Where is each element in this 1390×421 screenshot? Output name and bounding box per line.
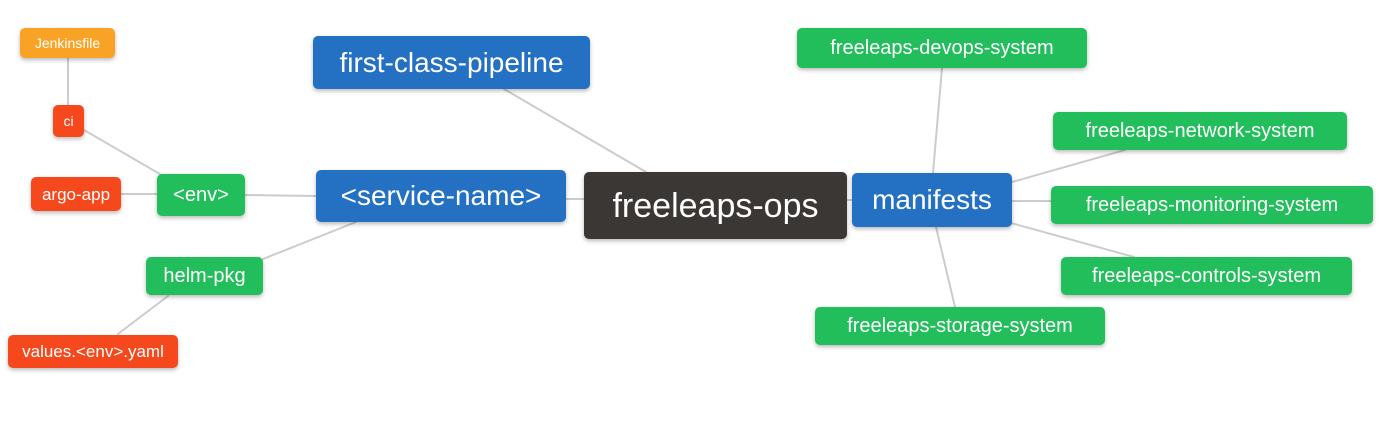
node-freeleaps-monitoring-system[interactable]: freeleaps-monitoring-system [1051,186,1373,224]
node-jenkinsfile[interactable]: Jenkinsfile [20,28,115,58]
edge-ci-env [83,129,166,178]
node-first-class-pipeline[interactable]: first-class-pipeline [313,36,590,89]
node-service-name[interactable]: <service-name> [316,170,566,222]
node-freeleaps-storage-system[interactable]: freeleaps-storage-system [815,307,1105,345]
edge-manifests-controls [1010,222,1135,258]
node-argo-app[interactable]: argo-app [31,177,121,211]
edge-pipeline-freeleaps-ops [503,88,647,173]
node-manifests[interactable]: manifests [852,173,1012,227]
edge-env-service-name [243,194,317,197]
node-ci[interactable]: ci [53,105,84,137]
node-values-env-yaml[interactable]: values.<env>.yaml [8,335,178,368]
edge-helm-pkg-service-name [262,221,357,260]
node-helm-pkg[interactable]: helm-pkg [146,257,263,295]
node-env[interactable]: <env> [157,174,245,216]
node-freeleaps-devops-system[interactable]: freeleaps-devops-system [797,28,1087,68]
node-freeleaps-ops[interactable]: freeleaps-ops [584,172,847,239]
edge-manifests-network [1011,149,1126,183]
edge-manifests-storage [935,226,956,308]
edge-manifests-devops [932,67,943,174]
node-freeleaps-controls-system[interactable]: freeleaps-controls-system [1061,257,1352,295]
node-freeleaps-network-system[interactable]: freeleaps-network-system [1053,112,1347,150]
edge-values-helm-pkg [117,295,169,335]
